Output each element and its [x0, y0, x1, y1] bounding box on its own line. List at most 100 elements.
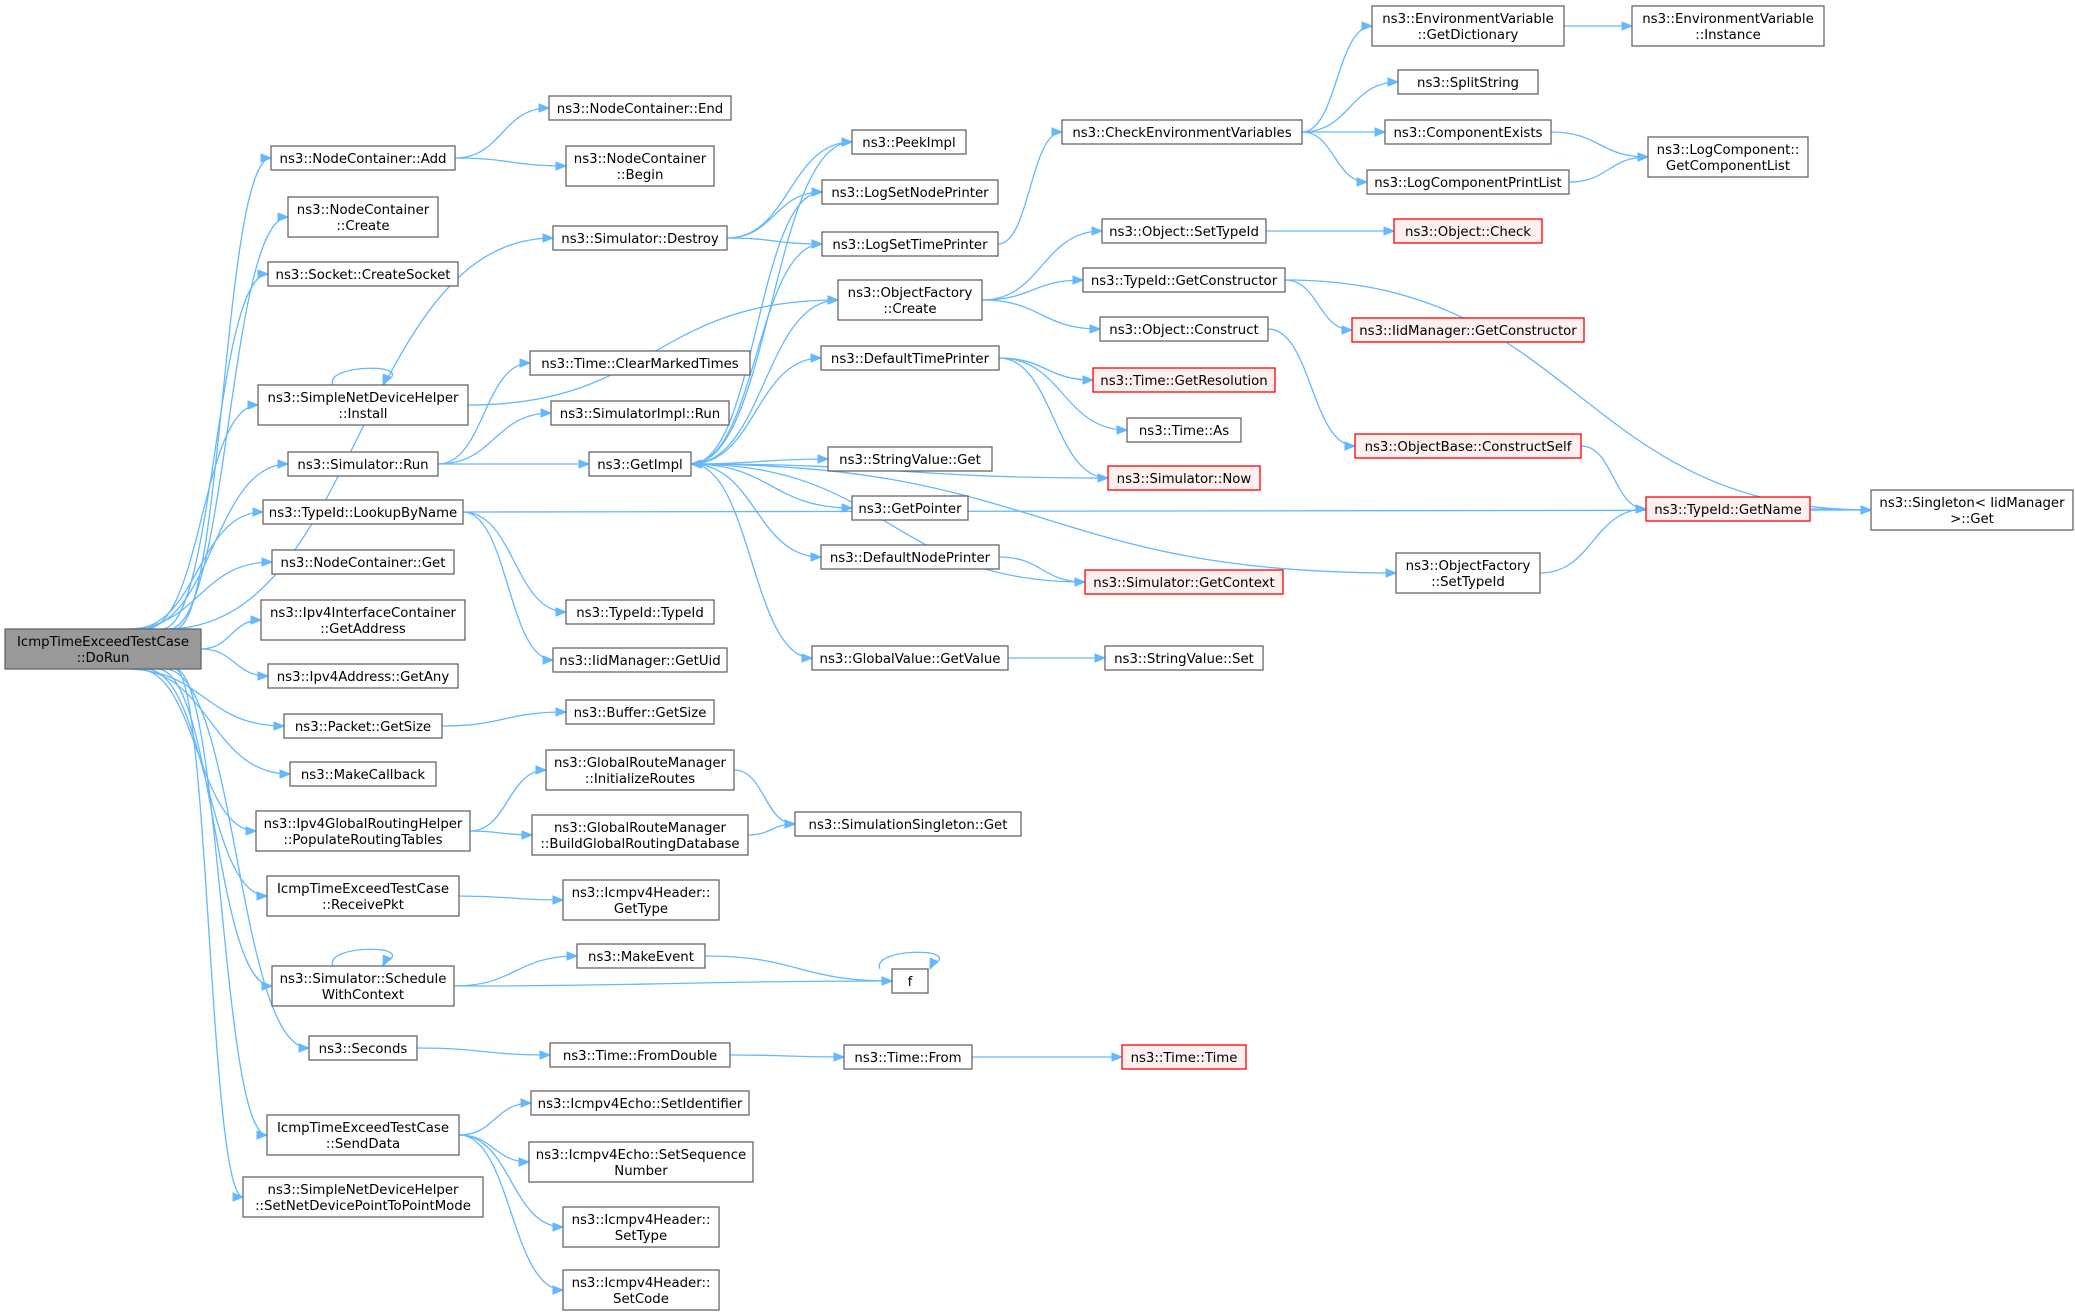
node-box — [271, 965, 455, 1007]
node-seconds[interactable]: ns3::Seconds — [308, 1035, 418, 1061]
node-envvar-instance[interactable]: ns3::EnvironmentVariable::Instance — [1631, 5, 1825, 47]
call-edge — [168, 216, 289, 630]
node-logsetnodeprinter[interactable]: ns3::LogSetNodePrinter — [821, 179, 999, 205]
node-object-construct[interactable]: ns3::Object::Construct — [1099, 316, 1269, 342]
node-icmpv4h-settype[interactable]: ns3::Icmpv4Header::SetType — [562, 1206, 720, 1248]
node-label: Number — [614, 1164, 668, 1179]
node-time-as[interactable]: ns3::Time::As — [1126, 417, 1242, 443]
node-label: ::GetAddress — [320, 622, 406, 637]
node-nc-begin[interactable]: ns3::NodeContainer::Begin — [565, 145, 715, 187]
node-objfactory-settypeid[interactable]: ns3::ObjectFactory::SetTypeId — [1395, 552, 1541, 594]
node-object-check[interactable]: ns3::Object::Check — [1393, 218, 1543, 244]
node-checkenv[interactable]: ns3::CheckEnvironmentVariables — [1061, 119, 1303, 145]
node-buffer-getsize[interactable]: ns3::Buffer::GetSize — [565, 699, 715, 725]
node-iidmgr-getconstructor[interactable]: ns3::IidManager::GetConstructor — [1351, 317, 1585, 343]
node-label: ns3::ObjectBase::ConstructSelf — [1365, 440, 1572, 455]
node-envvar-getdict[interactable]: ns3::EnvironmentVariable::GetDictionary — [1371, 5, 1565, 47]
node-label: ns3::Simulator::Run — [297, 458, 428, 473]
node-getimpl[interactable]: ns3::GetImpl — [588, 451, 692, 477]
node-makeevent[interactable]: ns3::MakeEvent — [576, 943, 706, 969]
node-label: ns3::Object::Construct — [1109, 323, 1258, 338]
node-defaultnodeprinter[interactable]: ns3::DefaultNodePrinter — [820, 544, 1000, 570]
node-icmpv4h-setcode[interactable]: ns3::Icmpv4Header::SetCode — [562, 1269, 720, 1311]
node-simimpl-run[interactable]: ns3::SimulatorImpl::Run — [550, 400, 730, 426]
arrowhead — [555, 707, 568, 717]
node-box — [811, 645, 1009, 671]
node-sim-destroy[interactable]: ns3::Simulator::Destroy — [552, 225, 728, 251]
node-label: ns3::NodeContainer::End — [557, 102, 723, 117]
node-sim-getcontext[interactable]: ns3::Simulator::GetContext — [1084, 569, 1284, 595]
node-defaulttimeprinter[interactable]: ns3::DefaultTimePrinter — [820, 345, 1000, 371]
node-objbase-constructself[interactable]: ns3::ObjectBase::ConstructSelf — [1354, 433, 1582, 459]
node-nc-end[interactable]: ns3::NodeContainer::End — [548, 95, 732, 121]
node-splitstring[interactable]: ns3::SplitString — [1397, 69, 1539, 95]
node-label: ns3::Time::GetResolution — [1100, 374, 1267, 389]
node-nc-create[interactable]: ns3::NodeContainer::Create — [287, 196, 439, 238]
node-box — [289, 761, 437, 787]
node-iidmgr-getuid[interactable]: ns3::IidManager::GetUid — [552, 647, 728, 673]
call-edge — [458, 1102, 532, 1136]
node-simsingleton-get[interactable]: ns3::SimulationSingleton::Get — [794, 811, 1022, 837]
node-label: ns3::LogComponentPrintList — [1374, 176, 1562, 191]
node-senddata[interactable]: IcmpTimeExceedTestCase::SendData — [266, 1114, 460, 1156]
node-echo-setid[interactable]: ns3::Icmpv4Echo::SetIdentifier — [530, 1090, 750, 1116]
node-typeid-lookup[interactable]: ns3::TypeId::LookupByName — [262, 499, 464, 525]
node-sndh-setp2p[interactable]: ns3::SimpleNetDeviceHelper::SetNetDevice… — [242, 1176, 484, 1218]
node-time-time[interactable]: ns3::Time::Time — [1121, 1044, 1247, 1070]
node-stringvalue-set[interactable]: ns3::StringValue::Set — [1104, 645, 1264, 671]
node-sim-run[interactable]: ns3::Simulator::Run — [287, 451, 439, 477]
call-edge — [690, 463, 822, 558]
node-box — [1061, 119, 1303, 145]
call-edge — [174, 668, 244, 1198]
node-packet-getsize[interactable]: ns3::Packet::GetSize — [283, 713, 443, 739]
arrowhead — [247, 400, 260, 410]
node-time-fromdouble[interactable]: ns3::Time::FromDouble — [549, 1042, 731, 1068]
node-singleton-get[interactable]: ns3::Singleton< IidManager >::Get — [1870, 489, 2074, 531]
node-socket-create[interactable]: ns3::Socket::CreateSocket — [267, 261, 459, 287]
node-logsettimeprinter[interactable]: ns3::LogSetTimePrinter — [821, 231, 999, 257]
node-box — [1104, 645, 1264, 671]
node-grm-initroutes[interactable]: ns3::GlobalRouteManager::InitializeRoute… — [545, 749, 735, 791]
node-nc-add[interactable]: ns3::NodeContainer::Add — [270, 145, 456, 171]
node-label: ns3::Time::As — [1139, 424, 1229, 439]
node-icmpv4h-gettype[interactable]: ns3::Icmpv4Header::GetType — [562, 879, 720, 921]
node-sndh-install[interactable]: ns3::SimpleNetDeviceHelper::Install — [257, 384, 469, 426]
node-box — [548, 95, 732, 121]
node-root[interactable]: IcmpTimeExceedTestCase::DoRun — [4, 628, 202, 670]
node-sim-now[interactable]: ns3::Simulator::Now — [1107, 465, 1261, 491]
node-typeid-getname[interactable]: ns3::TypeId::GetName — [1645, 496, 1811, 522]
arrowhead — [1385, 568, 1398, 578]
call-edge — [453, 980, 893, 987]
call-edge — [437, 412, 552, 465]
node-logcomp-getlist[interactable]: ns3::LogComponent::GetComponentList — [1647, 136, 1809, 178]
node-label: ns3::Time::FromDouble — [563, 1049, 717, 1064]
node-time-clearmarked[interactable]: ns3::Time::ClearMarkedTimes — [529, 350, 751, 376]
node-peekimpl[interactable]: ns3::PeekImpl — [851, 129, 967, 155]
node-objfactory-create[interactable]: ns3::ObjectFactory::Create — [837, 279, 983, 321]
node-getpointer[interactable]: ns3::GetPointer — [851, 495, 969, 521]
node-componentexists[interactable]: ns3::ComponentExists — [1384, 119, 1552, 145]
node-time-getresolution[interactable]: ns3::Time::GetResolution — [1092, 367, 1276, 393]
node-grm-buildgrdb[interactable]: ns3::GlobalRouteManager::BuildGlobalRout… — [531, 814, 749, 856]
arrowhead — [250, 615, 263, 625]
node-object-settypeid[interactable]: ns3::Object::SetTypeId — [1101, 218, 1267, 244]
node-ipv4ic-getaddr[interactable]: ns3::Ipv4InterfaceContainer::GetAddress — [260, 599, 466, 641]
node-ipv4grh-populate[interactable]: ns3::Ipv4GlobalRoutingHelper::PopulateRo… — [255, 810, 471, 852]
node-ipv4addr-getany[interactable]: ns3::Ipv4Address::GetAny — [267, 663, 459, 689]
arrowhead — [542, 233, 555, 243]
node-makecallback[interactable]: ns3::MakeCallback — [289, 761, 437, 787]
node-stringvalue-get[interactable]: ns3::StringValue::Get — [827, 446, 993, 472]
node-receivepkt[interactable]: IcmpTimeExceedTestCase::ReceivePkt — [266, 875, 460, 917]
node-box — [1101, 218, 1267, 244]
arrowhead — [689, 459, 702, 469]
arrowhead — [298, 1043, 311, 1053]
node-nc-get[interactable]: ns3::NodeContainer::Get — [271, 549, 455, 575]
node-f[interactable]: f — [891, 968, 929, 994]
node-logcompprintlist[interactable]: ns3::LogComponentPrintList — [1366, 169, 1570, 195]
node-globalvalue-getvalue[interactable]: ns3::GlobalValue::GetValue — [811, 645, 1009, 671]
node-typeid-getconstructor[interactable]: ns3::TypeId::GetConstructor — [1082, 267, 1286, 293]
node-time-from[interactable]: ns3::Time::From — [843, 1044, 973, 1070]
node-typeid-typeid[interactable]: ns3::TypeId::TypeId — [565, 599, 715, 625]
